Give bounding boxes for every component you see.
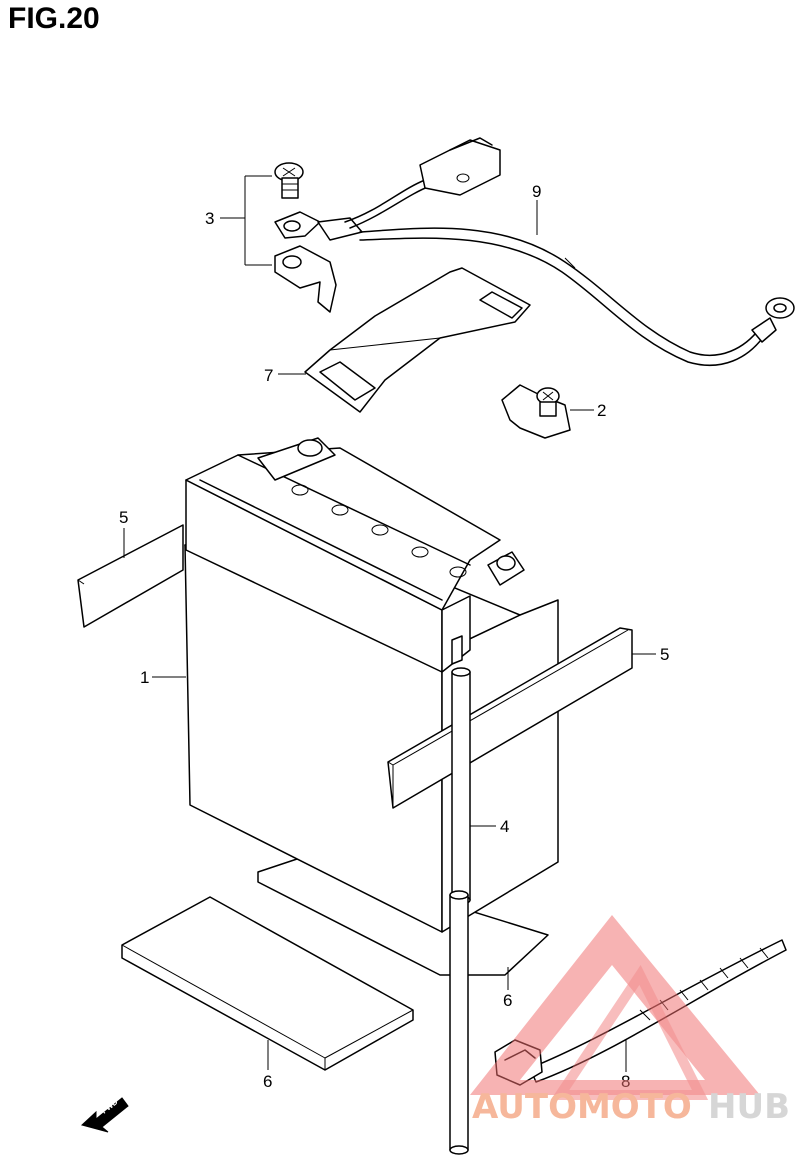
callout-5-right: 5: [660, 645, 669, 664]
side-pad-right: [387, 627, 633, 809]
figure-title: FIG.20: [8, 2, 100, 35]
callout-6-right: 6: [503, 991, 512, 1010]
callout-3: 3: [205, 209, 214, 228]
lead-wire: [274, 137, 795, 366]
callout-5-left: 5: [119, 508, 128, 527]
terminal-bolt: [501, 384, 571, 439]
callout-6-bottom: 6: [263, 1072, 272, 1091]
callout-4: 4: [500, 817, 509, 836]
side-pad-left: [77, 524, 184, 628]
watermark-text-auto: AUTOMOTO: [472, 1087, 692, 1127]
fwd-arrow: FWD: [80, 1097, 129, 1133]
watermark: AUTOMOTO HUB: [470, 915, 790, 1127]
callout-2: 2: [597, 401, 606, 420]
battery: [184, 437, 559, 933]
callout-1: 1: [140, 668, 149, 687]
callout-9: 9: [532, 182, 541, 201]
watermark-triangle: [470, 915, 760, 1095]
bottom-pad-front: [121, 896, 414, 1071]
breather-hose-lower: [449, 890, 469, 1155]
watermark-text-hub: HUB: [708, 1087, 790, 1127]
battery-band: [304, 267, 531, 413]
leader-lines: [123, 175, 656, 1072]
bolt: [274, 162, 304, 199]
callout-7: 7: [264, 366, 273, 385]
breather-hose-upper: [451, 667, 471, 905]
terminal-bracket: [274, 245, 337, 313]
